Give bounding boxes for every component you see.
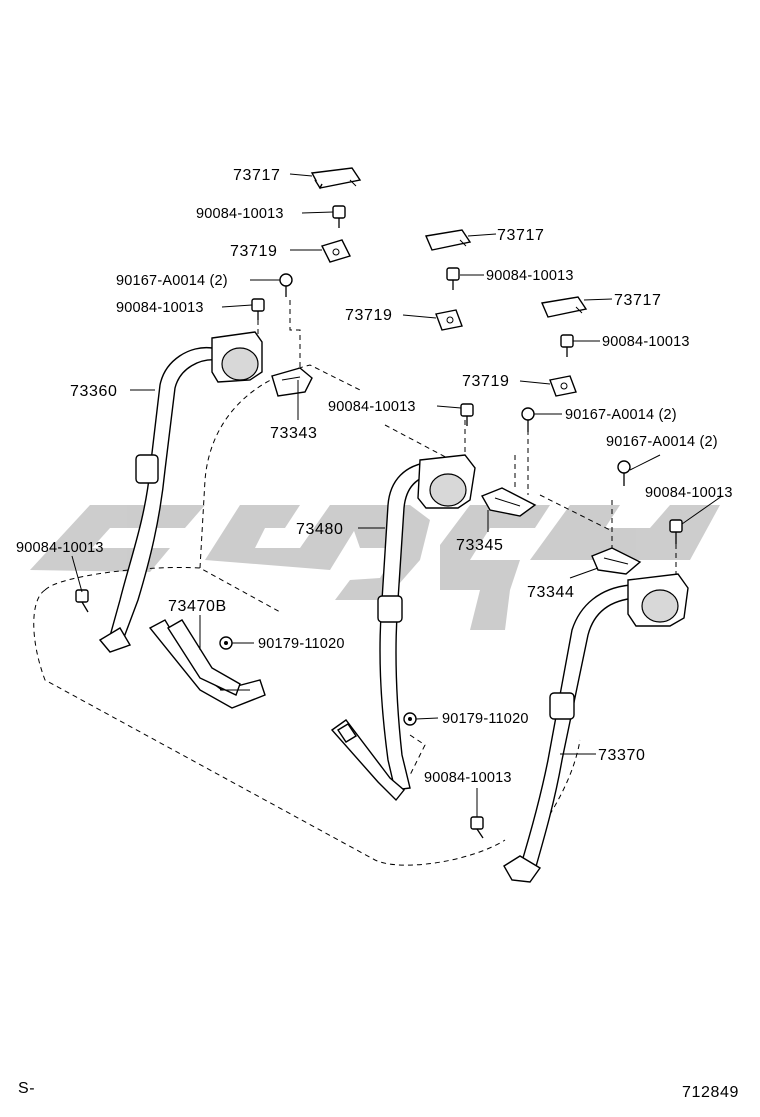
nut-90179-a [219,636,233,650]
label-73717-c: 73717 [614,292,662,309]
belt-73480 [330,420,476,802]
label-90167-a0014-c: 90167-A0014 (2) [606,434,718,450]
bolt-90084-f [669,519,683,575]
callout-labels: 73717 90084-10013 73719 90167-A0014 (2) … [16,167,733,786]
label-90179-11020-b: 90179-11020 [442,711,529,727]
label-73470b: 73470B [168,598,227,615]
footer-left-code: S- [18,1080,35,1097]
label-73717-a: 73717 [233,167,281,184]
label-90167-a0014-a: 90167-A0014 (2) [116,273,228,289]
label-73717-b: 73717 [497,227,545,244]
label-90084-10013-h: 90084-10013 [424,770,512,786]
label-73370: 73370 [598,747,646,764]
bolt-90084-b [251,298,265,320]
cover-73717-c [541,296,588,318]
bolt-90084-h [470,816,484,839]
cover-73717-a [310,167,362,190]
label-90084-10013-e: 90084-10013 [328,399,416,415]
label-73719-a: 73719 [230,243,278,260]
label-73343: 73343 [270,425,318,442]
illustration-number: 712849 [682,1084,739,1101]
bolt-90084-c [446,267,460,290]
screw-90167-a [279,273,293,297]
buckle-73470b [148,619,266,709]
label-73719-b: 73719 [345,307,393,324]
screw-90167-b [521,407,535,432]
label-90084-10013-f: 90084-10013 [645,485,733,501]
bolt-90084-g [75,589,89,613]
label-90179-11020-a: 90179-11020 [258,636,345,652]
nut-90179-b [403,712,417,726]
bracket-73719-c [549,375,577,397]
bracket-73719-b [435,309,463,331]
label-90084-10013-g: 90084-10013 [16,540,104,556]
bracket-73719-a [321,239,351,263]
screw-90167-c [617,460,631,486]
part-73345 [480,430,537,517]
belt-73360 [98,300,301,653]
label-90084-10013-d: 90084-10013 [602,334,690,350]
bolt-90084-e [460,403,474,426]
label-73360: 73360 [70,383,118,400]
label-90084-10013-c: 90084-10013 [486,268,574,284]
label-90167-a0014-b: 90167-A0014 (2) [565,407,677,423]
label-73480: 73480 [296,521,344,538]
part-73344 [591,500,642,575]
label-90084-10013-a: 90084-10013 [196,206,284,222]
label-73344: 73344 [527,584,575,601]
label-73719-c: 73719 [462,373,510,390]
bolt-90084-d [560,334,574,357]
bolt-90084-a [332,205,346,228]
part-73343 [271,367,313,397]
watermark-logo [30,505,720,630]
belt-73370 [503,573,689,883]
cover-73717-b [425,229,472,251]
leader-lines [71,173,723,817]
label-90084-10013-b: 90084-10013 [116,300,204,316]
label-73345: 73345 [456,537,504,554]
